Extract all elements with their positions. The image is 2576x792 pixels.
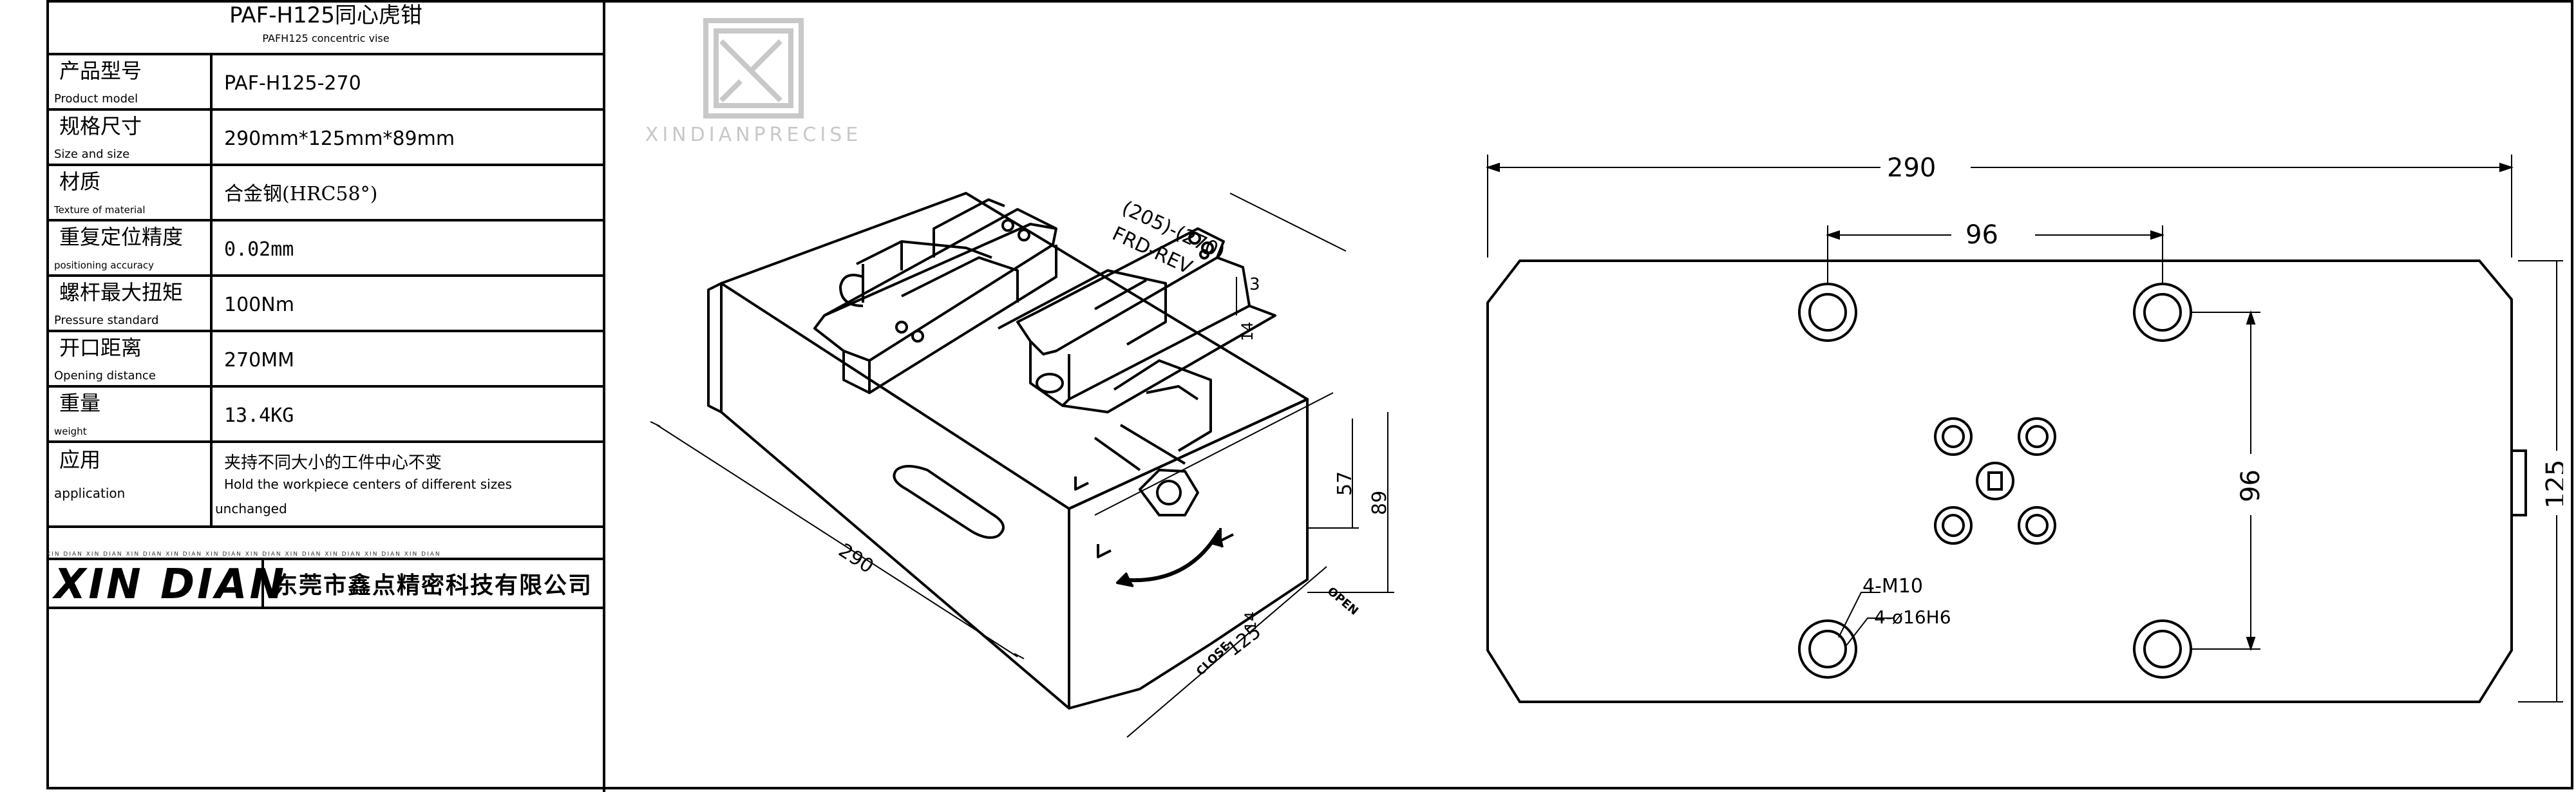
watermark-logo-icon [703, 18, 804, 118]
base-side-face [1068, 398, 1309, 710]
spec-label-zh: 开口距离 [59, 335, 142, 360]
spec-label-zh: 材质 [59, 169, 101, 194]
spec-row-accuracy: 重复定位精度 positioning accuracy 0.02mm [46, 222, 605, 277]
spec-label-en: weight [54, 426, 87, 437]
spec-value: 290mm*125mm*89mm [224, 127, 455, 150]
spec-value: PAF-H125-270 [224, 72, 361, 95]
spec-label: 螺杆最大扭矩 Pressure standard [46, 277, 213, 330]
spec-label-zh: 应用 [59, 448, 101, 472]
dim-96-horizontal: 96 [1965, 220, 1998, 250]
frame-divider [603, 0, 605, 792]
dim-3: 3 [1249, 275, 1260, 294]
spec-label-zh: 规格尺寸 [59, 114, 142, 138]
company-name: 东莞市鑫点精密科技有限公司 [274, 572, 593, 599]
spec-label-en: Opening distance [54, 369, 156, 382]
dim-89: 89 [1368, 491, 1391, 515]
spec-value: 合金钢(HRC58°) [224, 183, 378, 205]
plan-view: 290 96 96 125 4-M10 4-ø16H6 [1485, 153, 2563, 703]
spec-row-model: 产品型号 Product model PAF-H125-270 [46, 55, 605, 111]
spec-label-en: Texture of material [54, 204, 146, 216]
product-subtitle: PAFH125 concentric vise [262, 32, 390, 44]
application-value-en: Hold the workpiece centers of different … [224, 476, 512, 492]
brand-box: XIN DIAN 东莞市鑫点精密科技有限公司 [46, 558, 605, 609]
spec-label-zh: 螺杆最大扭矩 [59, 280, 184, 305]
spec-label: 产品型号 Product model [46, 55, 213, 108]
vise-outline [1486, 259, 2513, 703]
spec-value: 100Nm [224, 294, 294, 316]
spec-row-weight: 重量 weight 13.4KG [46, 388, 605, 443]
watermark: XINDIANPRECISE [618, 15, 889, 157]
dim-57: 57 [1334, 471, 1356, 496]
spec-label-en: Pressure standard [54, 314, 159, 327]
spec-label: 开口距离 Opening distance [46, 332, 213, 385]
spec-row-application: 应用 application 夹持不同大小的工件中心不变 Hold the wo… [46, 443, 605, 528]
front-slot [893, 465, 1005, 539]
drawing-frame [46, 0, 2573, 789]
dim-290: 290 [1887, 153, 1936, 183]
spec-label: 材质 Texture of material [46, 166, 213, 219]
spec-label-en: application [54, 486, 126, 501]
spec-label-en: Product model [54, 92, 138, 106]
title-block: PAF-H125同心虎钳 PAFH125 concentric vise [46, 0, 605, 55]
spec-row-torque: 螺杆最大扭矩 Pressure standard 100Nm [46, 277, 605, 332]
spec-label-zh: 重量 [59, 391, 101, 415]
dim-125: 125 [2541, 460, 2563, 509]
left-jaw [813, 208, 1057, 362]
dim-14-top: 14 [1238, 321, 1256, 341]
spec-table: PAF-H125同心虎钳 PAFH125 concentric vise 产品型… [46, 0, 605, 528]
dim-96-vertical: 96 [2236, 469, 2266, 502]
spec-label: 重量 weight [46, 388, 213, 440]
spec-value: 13.4KG [224, 404, 294, 427]
label-close: CLOSE [1194, 639, 1233, 679]
brand-divider [261, 560, 264, 607]
product-title: PAF-H125同心虎钳 [229, 3, 422, 28]
application-value-en-cont: unchanged [215, 501, 287, 516]
brand-strip: XIN DIAN XIN DIAN XIN DIAN XIN DIAN XIN … [46, 551, 605, 613]
spec-row-opening: 开口距离 Opening distance 270MM [46, 332, 605, 388]
base-front-face [720, 283, 1070, 710]
brand-pattern: XIN DIAN XIN DIAN XIN DIAN XIN DIAN XIN … [46, 551, 441, 558]
note-bore: 4-ø16H6 [1874, 607, 1951, 628]
spec-row-material: 材质 Texture of material 合金钢(HRC58°) [46, 166, 605, 222]
spec-label-zh: 重复定位精度 [59, 225, 184, 249]
spec-value: 0.02mm [224, 238, 294, 261]
spec-label: 重复定位精度 positioning accuracy [46, 222, 213, 274]
dim-14-bottom: 14 [1242, 611, 1260, 631]
spec-label: 应用 application [46, 443, 213, 525]
isometric-view: 290 125 57 89 14 14 3 (205)-(270) FRD-RE… [650, 192, 1394, 738]
spec-label: 规格尺寸 Size and size [46, 111, 213, 164]
application-value-zh: 夹持不同大小的工件中心不变 [224, 453, 442, 473]
spec-row-size: 规格尺寸 Size and size 290mm*125mm*89mm [46, 111, 605, 166]
spec-label-en: positioning accuracy [54, 259, 155, 271]
spec-label-en: Size and size [54, 147, 130, 161]
screw-hex [1139, 469, 1199, 516]
note-thread: 4-M10 [1862, 575, 1923, 598]
label-open: OPEN [1325, 585, 1361, 618]
spec-label-zh: 产品型号 [59, 59, 142, 83]
watermark-text: XINDIANPRECISE [645, 124, 862, 146]
brand-logo: XIN DIAN [54, 561, 287, 608]
spec-value: 270MM [224, 349, 295, 372]
dim-290: 290 [835, 539, 878, 578]
